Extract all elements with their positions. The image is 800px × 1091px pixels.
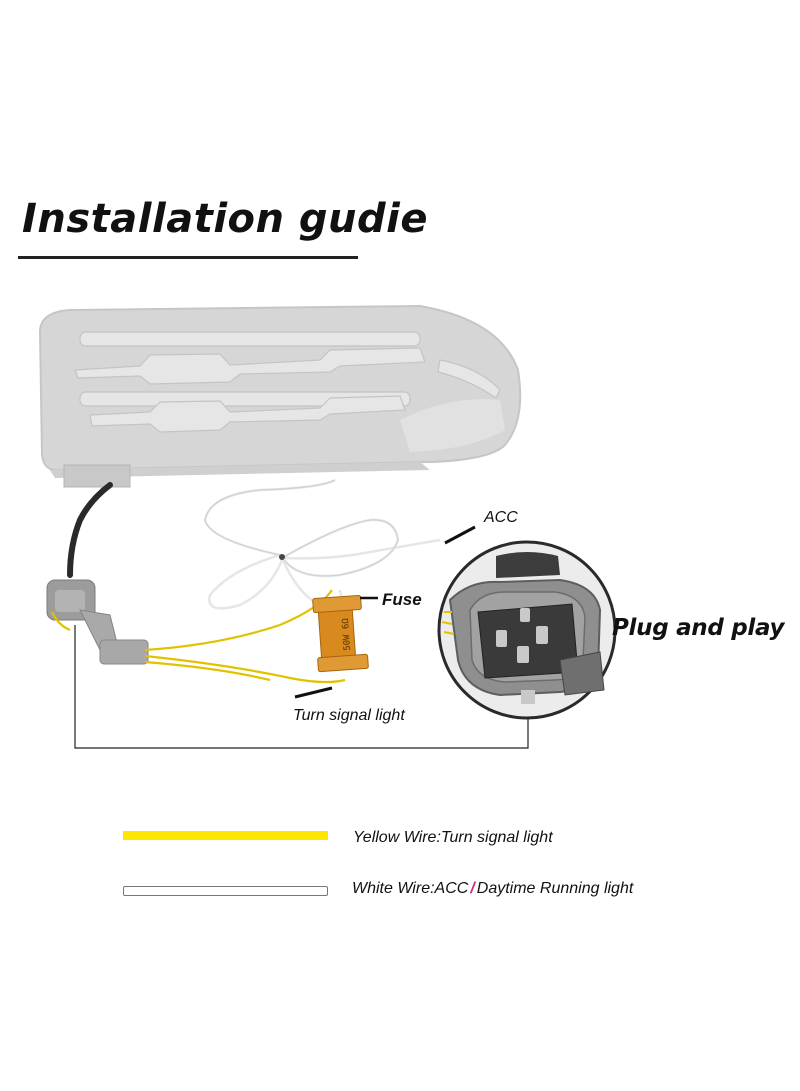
plug-and-play-label: Plug and play (612, 615, 785, 641)
white-wire-acc-text: White Wire:ACC (352, 880, 469, 897)
wire-tie (279, 554, 285, 560)
title-underline (18, 256, 358, 259)
connector-callout-line (74, 625, 529, 749)
white-wire-swatch (123, 886, 328, 896)
plug-zoom-circle (437, 540, 617, 720)
acc-pointer-line (444, 525, 476, 545)
fuse-resistor: 50W 6Ω (312, 594, 369, 673)
acc-label: ACC (484, 509, 518, 526)
turn-signal-label: Turn signal light (293, 707, 405, 724)
svg-text:50W 6Ω: 50W 6Ω (341, 617, 353, 651)
fuse-label: Fuse (382, 590, 422, 609)
yellow-wire-swatch (123, 831, 328, 840)
turn-signal-pointer-line (294, 686, 333, 699)
yellow-wire-legend: Yellow Wire:Turn signal light (353, 829, 553, 846)
page-title: Installation gudie (22, 196, 428, 242)
mirror-turn-signal-housing (38, 304, 522, 488)
white-wire-drl-text: Daytime Running light (476, 880, 634, 897)
legend-separator: / (470, 880, 475, 897)
grey-connector (46, 579, 149, 665)
black-cable (67, 482, 113, 578)
white-wire-legend: White Wire:ACC/Daytime Running light (352, 880, 633, 898)
